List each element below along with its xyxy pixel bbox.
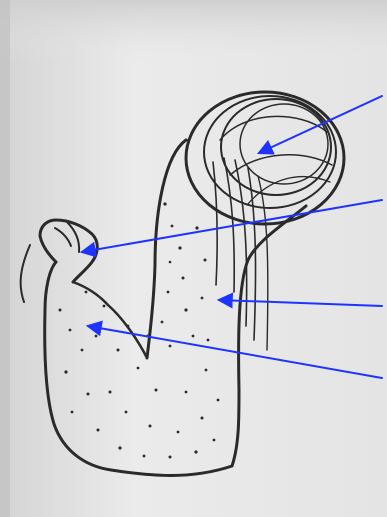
left-edge-shadow <box>0 0 10 517</box>
